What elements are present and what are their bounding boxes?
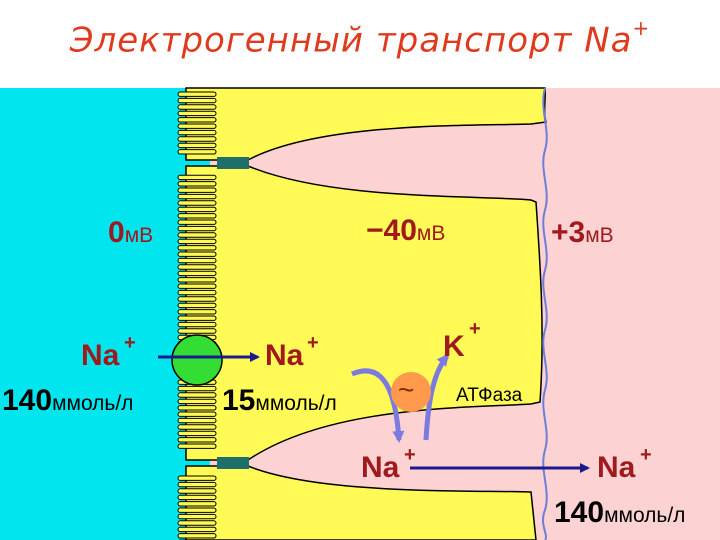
microvillus bbox=[177, 513, 217, 520]
basolateral-membrane bbox=[542, 87, 548, 540]
page-title: Электрогенный транспорт Na+ bbox=[69, 16, 651, 61]
microvillus bbox=[177, 315, 217, 321]
interstitial-na-label: Na bbox=[597, 451, 636, 484]
microvillus bbox=[177, 225, 217, 232]
microvillus bbox=[177, 277, 217, 283]
interstitial-na-charge: + bbox=[640, 444, 652, 466]
microvillus bbox=[177, 142, 217, 149]
microvillus bbox=[177, 174, 217, 181]
pump-na-charge: + bbox=[404, 444, 416, 466]
microvillus bbox=[177, 149, 217, 155]
microvillus bbox=[177, 110, 217, 117]
sodium-channel bbox=[171, 334, 223, 386]
microvillus bbox=[177, 91, 217, 97]
microvillus bbox=[177, 264, 217, 270]
microvillus bbox=[177, 398, 217, 405]
microvillus bbox=[177, 251, 217, 257]
atp-hydrolysis-symbol: ~ bbox=[398, 374, 415, 405]
microvillus bbox=[177, 405, 217, 411]
microvillus bbox=[177, 481, 217, 488]
microvillus bbox=[177, 501, 217, 507]
microvillus bbox=[177, 321, 217, 328]
microvillus bbox=[177, 136, 217, 142]
microvillus bbox=[177, 181, 217, 187]
microvillus bbox=[177, 117, 217, 123]
microvillus bbox=[177, 193, 217, 200]
k-from-pump-arrow bbox=[423, 353, 450, 441]
microvillus bbox=[177, 296, 217, 302]
microvillus bbox=[177, 123, 217, 129]
pump-k-charge: + bbox=[469, 318, 481, 340]
cell-na-charge: + bbox=[307, 332, 319, 354]
microvillus bbox=[177, 533, 217, 539]
microvillus bbox=[177, 289, 217, 296]
microvillus bbox=[177, 270, 217, 277]
microvillus bbox=[177, 129, 217, 136]
na-to-pump-arrow bbox=[351, 368, 405, 443]
pump-na-label: Na bbox=[361, 451, 400, 484]
interstitial-potential: +3мВ bbox=[551, 216, 614, 249]
microvillus bbox=[177, 443, 217, 449]
lumen-na-charge: + bbox=[124, 332, 136, 354]
microvillus bbox=[177, 437, 217, 443]
microvillus bbox=[177, 411, 217, 417]
microvillus bbox=[177, 488, 217, 494]
lumen-na-concentration: 140ммоль/л bbox=[2, 384, 134, 417]
microvillus bbox=[177, 238, 217, 245]
atpase-label: АТФаза bbox=[456, 385, 523, 406]
microvillus bbox=[177, 507, 217, 513]
microvillus bbox=[177, 232, 217, 238]
cell-na-concentration: 15ммоль/л bbox=[222, 384, 337, 417]
cell-potential: −40мВ bbox=[366, 214, 446, 247]
tight-junction-bottom bbox=[217, 457, 249, 469]
microvillus bbox=[177, 97, 217, 104]
microvillus bbox=[177, 494, 217, 501]
title-superscript: + bbox=[632, 16, 651, 40]
microvillus bbox=[177, 187, 217, 193]
microvillus bbox=[177, 520, 217, 526]
lumen-na-label: Na bbox=[81, 339, 120, 372]
microvillus bbox=[177, 245, 217, 251]
microvillus bbox=[177, 213, 217, 219]
atpase-pump bbox=[391, 372, 431, 412]
lumen-region bbox=[0, 88, 210, 540]
microvillus bbox=[177, 302, 217, 309]
microvillus bbox=[177, 328, 217, 334]
microvillus bbox=[177, 392, 217, 398]
microvillus bbox=[177, 309, 217, 315]
cell-body-top bbox=[185, 87, 547, 161]
microvillus bbox=[177, 219, 217, 225]
pump-k-label: K bbox=[443, 330, 465, 363]
cell-na-label: Na bbox=[265, 339, 304, 372]
microvillus bbox=[177, 526, 217, 533]
microvillus bbox=[177, 417, 217, 424]
microvillus bbox=[177, 206, 217, 213]
microvillus bbox=[177, 475, 217, 481]
microvillus bbox=[177, 385, 217, 392]
microvillus bbox=[177, 200, 217, 206]
microvillus bbox=[177, 104, 217, 110]
cell-body-main bbox=[185, 165, 543, 461]
lumen-potential: 0мВ bbox=[108, 216, 154, 249]
microvillus bbox=[177, 283, 217, 289]
microvillus bbox=[177, 424, 217, 430]
interstitial-na-concentration: 140ммоль/л bbox=[554, 496, 686, 529]
microvillus bbox=[177, 430, 217, 437]
microvillus bbox=[177, 257, 217, 264]
tight-junction-top bbox=[217, 157, 249, 169]
cell-body-bottom bbox=[185, 465, 537, 540]
